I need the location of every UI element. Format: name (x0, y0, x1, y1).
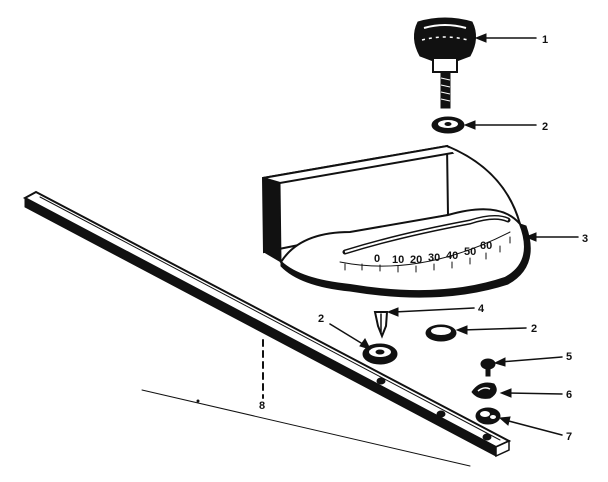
callout-5: 5 (566, 351, 572, 363)
clip-washer (475, 407, 501, 425)
stop-block (471, 382, 497, 399)
washer-top (431, 116, 465, 134)
protractor-scale: 0 10 20 30 40 50 60 (339, 231, 511, 273)
scale-number: 10 (392, 254, 404, 266)
callout-7: 7 (566, 431, 572, 443)
callout-1: 1 (542, 34, 548, 46)
scale-number: 30 (428, 252, 440, 264)
callout-2-left: 2 (318, 313, 324, 325)
callout-8: 8 (259, 400, 265, 412)
scale-number: 60 (480, 240, 492, 252)
scale-number: 50 (464, 246, 476, 258)
callout-2-top: 2 (542, 121, 548, 133)
pointer (373, 311, 389, 339)
callout-labels: 1 2 3 4 2 2 5 6 7 8 (259, 34, 588, 443)
scale-number: 20 (410, 254, 422, 266)
washer-left (362, 343, 398, 365)
miter-gauge-body: 0 10 20 30 40 50 60 (261, 144, 531, 298)
lock-knob (414, 17, 476, 109)
scale-number: 0 (374, 253, 380, 265)
leader-lines (141, 33, 579, 467)
callout-2-right: 2 (531, 323, 537, 335)
miter-bar (22, 190, 512, 458)
callout-4: 4 (478, 303, 485, 315)
callout-3: 3 (582, 233, 588, 245)
screw (480, 358, 496, 377)
scale-number: 40 (446, 250, 458, 262)
washer-right (425, 324, 457, 342)
callout-6: 6 (566, 389, 572, 401)
